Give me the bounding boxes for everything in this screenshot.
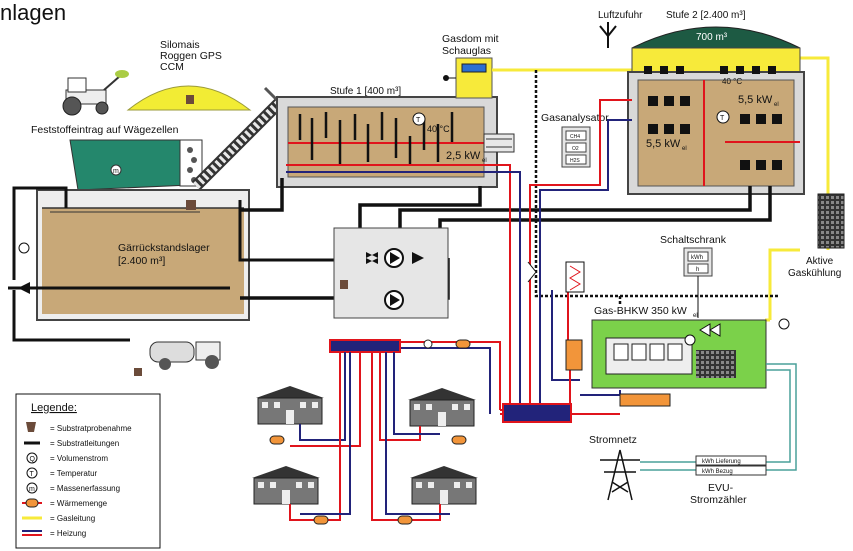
meter-line2: kWh Bezug xyxy=(702,469,733,475)
heat-meter-tr xyxy=(451,435,467,445)
mass-icon xyxy=(26,482,38,494)
feed-hopper: m xyxy=(69,139,203,191)
heat-meter-bl xyxy=(313,515,329,525)
legend-item-flow: = Volumenstrom xyxy=(50,454,108,463)
stage1-temp: 40 °C xyxy=(427,124,450,134)
air-label: Luftzufuhr xyxy=(598,10,643,21)
gas-cooler xyxy=(817,193,845,249)
silage-pile xyxy=(126,85,252,111)
digestate-sensor xyxy=(18,242,30,254)
stage2-label: Stufe 2 [2.400 m³] xyxy=(666,10,746,21)
page-title-fragment: nlagen xyxy=(0,0,67,25)
house-bottom-right xyxy=(410,466,478,505)
house-top-left xyxy=(256,386,324,425)
switch-cabinet xyxy=(683,247,713,318)
digestate-line2: [2.400 m³] xyxy=(118,255,165,267)
cabinet-label: Schaltschrank xyxy=(660,234,727,246)
stage1-power: 2,5 kW xyxy=(446,150,481,162)
legend-item-sample: = Substratprobenahme xyxy=(50,424,132,433)
sample-cup-icon xyxy=(26,422,36,432)
stage1-power-sub: el xyxy=(482,158,487,164)
analyzer-h2s: H2S xyxy=(570,158,580,164)
cabinet-h: h xyxy=(696,267,699,273)
digestate-tank xyxy=(36,189,250,321)
stage2-temp-symbol: T xyxy=(720,115,725,122)
analyzer-o2: O2 xyxy=(572,146,579,152)
legend-item-substrate: = Substratleitungen xyxy=(50,439,119,448)
stage1-temp-sensor xyxy=(412,112,426,126)
digestate-line1: Gärrückstandslager xyxy=(118,242,210,254)
heat-distributor-upper xyxy=(329,339,401,353)
mass-symbol: m xyxy=(113,168,119,175)
analyzer-ch4: CH4 xyxy=(570,134,580,140)
legend-item-gas: = Gasleitung xyxy=(50,514,95,523)
pump-station xyxy=(333,227,449,319)
stage2-power-sub-b: el xyxy=(774,102,779,108)
cooling-line1: Aktive xyxy=(806,256,834,267)
analyzer-label: Gasanalysator xyxy=(541,112,609,124)
meter-lines xyxy=(640,363,797,471)
grid-label: Stromnetz xyxy=(589,434,637,446)
house-bottom-left xyxy=(252,466,320,505)
legend-item-heating: = Heizung xyxy=(50,529,86,538)
silo-line3: CCM xyxy=(160,61,184,73)
utility-meter xyxy=(695,455,767,476)
temperature-symbol: T xyxy=(30,471,35,478)
gasdome-line2: Schauglas xyxy=(442,45,491,57)
stage2-power-a: 5,5 kW xyxy=(646,138,681,150)
temperature-icon xyxy=(26,467,38,479)
stage2-power-sub-a: el xyxy=(682,146,687,152)
legend-item-mass: = Massenerfassung xyxy=(50,484,120,493)
stage1-temp-symbol: T xyxy=(416,117,421,124)
house-top-right xyxy=(408,388,476,427)
analyzer-signal-line xyxy=(534,70,622,306)
silo-line1: Silomais xyxy=(160,39,200,51)
cabinet-kwh: kWh xyxy=(691,255,703,261)
meter-caption1: EVU- xyxy=(708,482,734,494)
legend-item-temp: = Temperatur xyxy=(50,469,98,478)
meter-line1: kWh Lieferung xyxy=(702,459,741,465)
legend: Legende: = Substratprobenahme = Substrat… xyxy=(15,393,161,549)
legend-title: Legende: xyxy=(31,402,77,414)
stage1-digester xyxy=(276,96,515,188)
gasdome-line1: Gasdom mit xyxy=(442,33,499,45)
stage2-temp-sensor xyxy=(716,110,730,124)
power-pylon-icon xyxy=(600,449,640,501)
tractor-icon xyxy=(62,70,129,116)
cooling-line2: Gaskühlung xyxy=(788,268,841,279)
digestate-pipes xyxy=(8,186,360,342)
stage2-digester xyxy=(627,26,805,195)
stage2-power-b: 5,5 kW xyxy=(738,94,773,106)
flow-q-symbol: Q xyxy=(30,456,36,463)
silo-line2: Roggen GPS xyxy=(160,50,222,62)
tanker-tractor-icon xyxy=(134,341,221,376)
chp-exhaust xyxy=(619,393,671,407)
gas-analyzer xyxy=(561,126,591,168)
heat-exchanger xyxy=(527,261,585,371)
feed-label: Feststoffeintrag auf Wägezellen xyxy=(31,124,179,136)
chp-gas-valve xyxy=(699,323,721,337)
heat-distributor-lower xyxy=(502,403,572,423)
digestate-valve xyxy=(18,282,30,294)
heat-meter-right xyxy=(423,339,471,349)
mass-legend-symbol: m xyxy=(29,486,35,493)
stage2-temp: 40 °C xyxy=(722,77,742,86)
gas-dome xyxy=(443,57,493,99)
heat-meter-br xyxy=(397,515,413,525)
legend-item-heat: = Wärmemenge xyxy=(50,499,108,508)
flow-q-icon xyxy=(26,452,38,464)
chp-unit xyxy=(591,319,767,389)
gas-flow-meter xyxy=(778,318,790,330)
heat-meter-icon xyxy=(22,498,42,508)
air-inlet-icon xyxy=(599,22,617,48)
meter-caption2: Stromzähler xyxy=(690,494,747,506)
chp-label: Gas-BHKW 350 kW xyxy=(594,305,687,317)
stage1-label: Stufe 1 [400 m³] xyxy=(330,86,401,97)
stage2-gas-volume: 700 m³ xyxy=(696,32,728,43)
chp-label-sub: el xyxy=(693,313,698,319)
heat-meter-tl xyxy=(269,435,285,445)
